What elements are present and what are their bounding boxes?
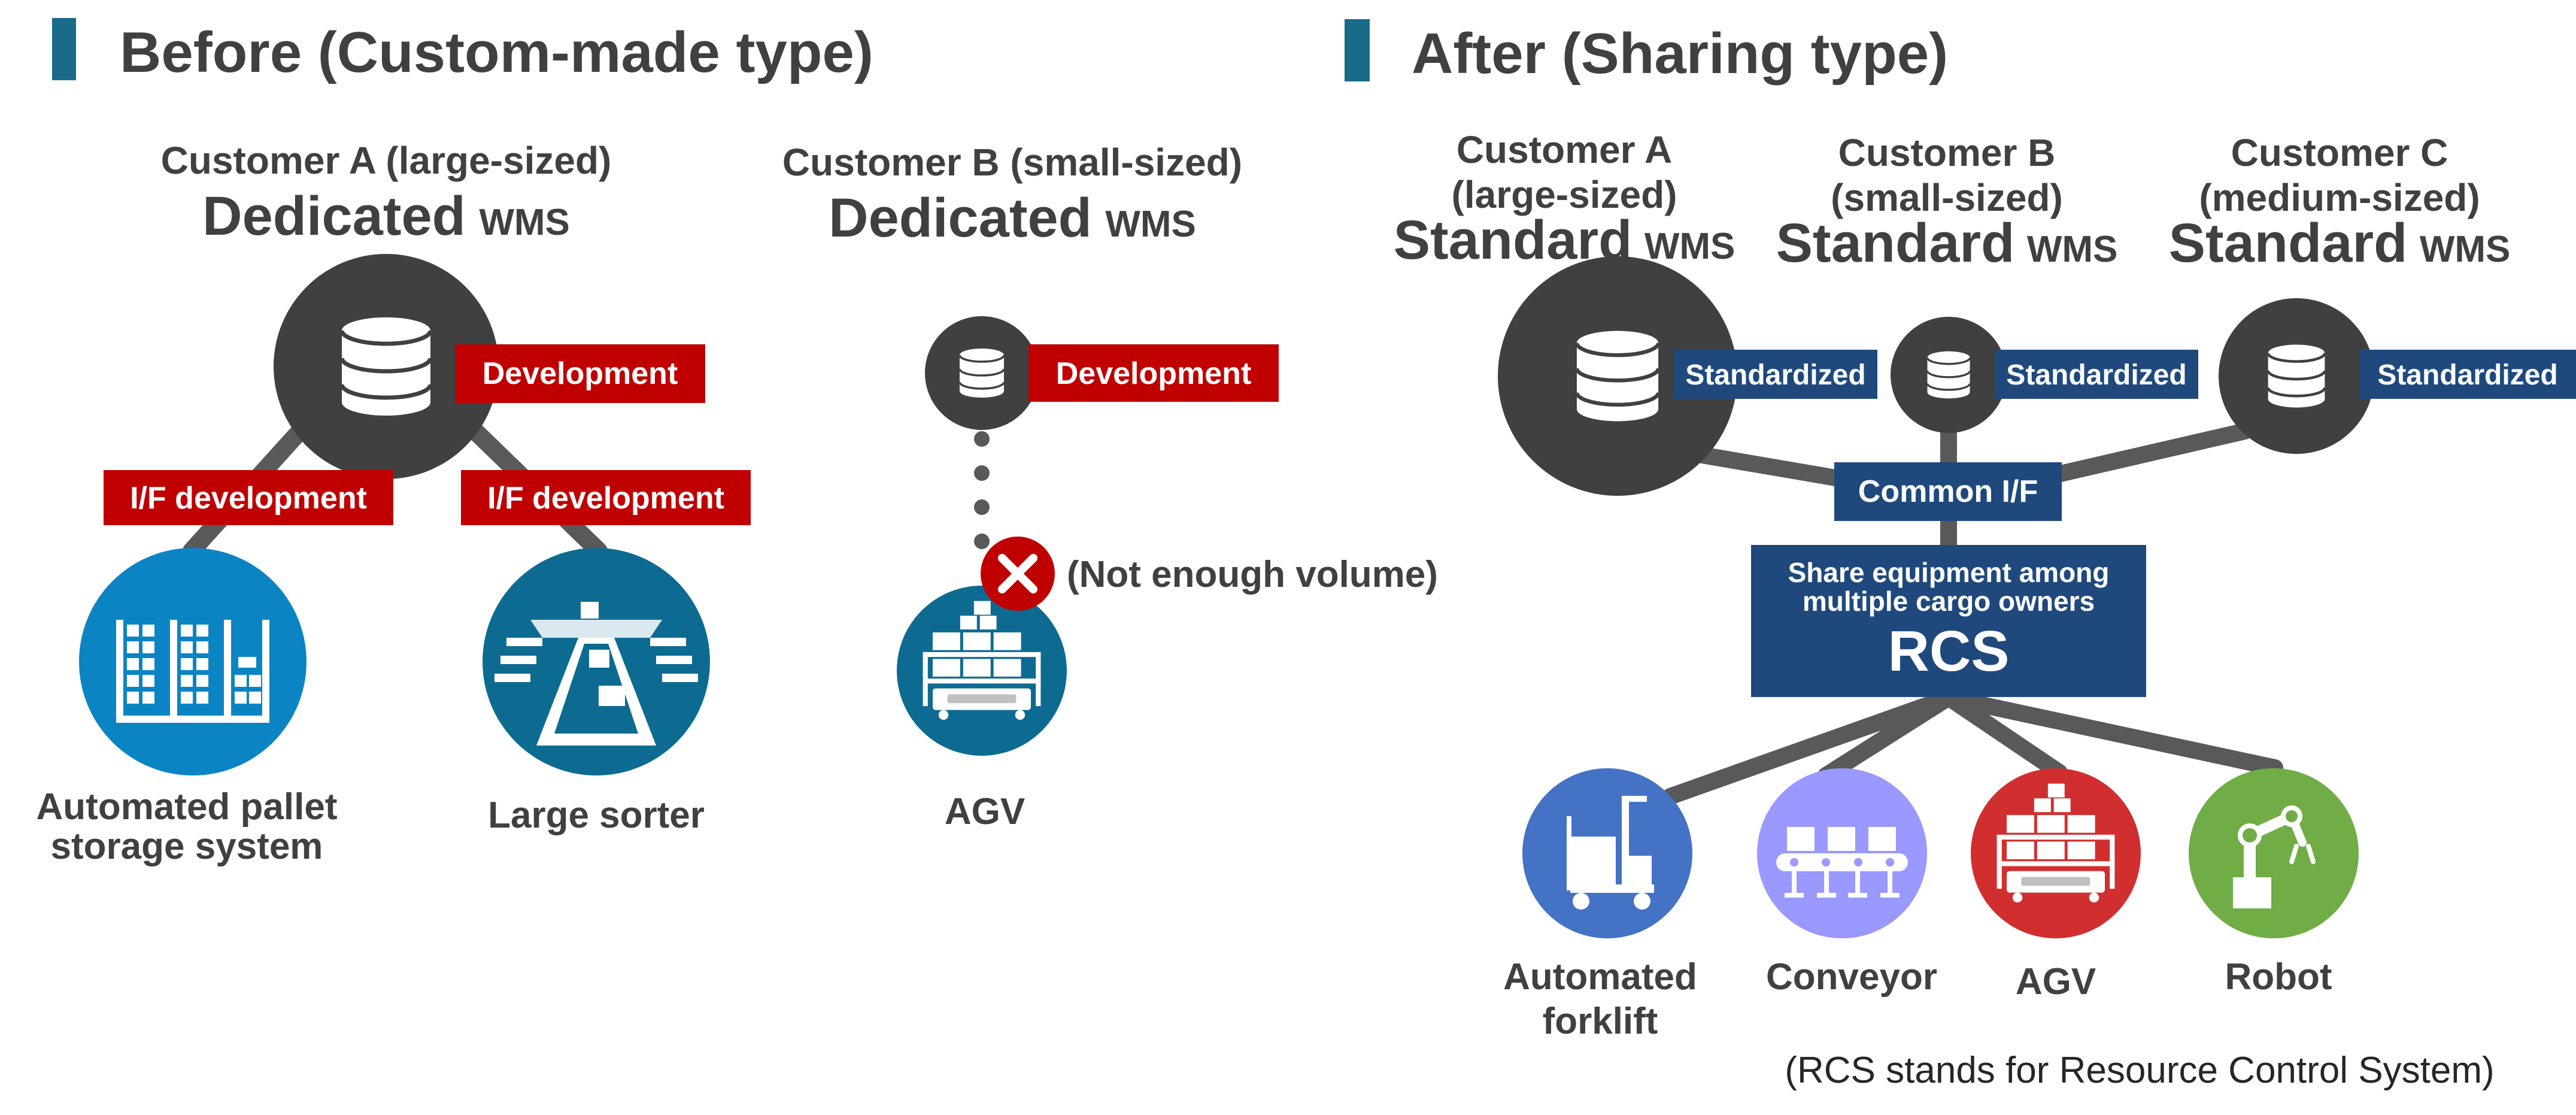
forklift-label: Automated [1503, 956, 1697, 998]
robot-label: Robot [2225, 956, 2332, 998]
before-customer-a-system: Dedicated WMS [202, 186, 570, 247]
after-customer-c-standardized-tag: Standardized [2359, 350, 2576, 399]
sorter-label: Large sorter [488, 795, 705, 836]
pallet-storage-label-line2: storage system [51, 826, 323, 867]
error-badge [981, 537, 1055, 611]
robot-node [2189, 768, 2359, 938]
svg-text:Development: Development [483, 356, 678, 391]
conveyor-icon [1776, 827, 1908, 898]
svg-text:Standardized: Standardized [2006, 359, 2186, 391]
after-customer-a-size: (large-sized) [1452, 173, 1677, 216]
before-agv-node [897, 586, 1067, 756]
after-section: After (Sharing type) Customer A (large-s… [1345, 19, 2576, 1091]
forklift-icon [1567, 796, 1654, 910]
conveyor-node [1757, 768, 1927, 938]
after-customer-b-size: (small-sized) [1831, 176, 2063, 219]
rcs-description-line1: Share equipment among [1788, 557, 2110, 588]
database-icon [1577, 331, 1658, 422]
before-title: Before (Custom-made type) [120, 20, 873, 84]
database-icon [958, 347, 1005, 399]
after-title-bar [1345, 19, 1370, 81]
before-customer-b-db-node [925, 316, 1039, 430]
after-customer-b-db-node [1891, 317, 2007, 433]
before-right-if-development-tag: I/F development [461, 470, 751, 525]
forklift-node [1522, 768, 1692, 938]
after-customer-b-standardized-tag: Standardized [1995, 350, 2198, 399]
rcs-box: Share equipment among multiple cargo own… [1751, 545, 2146, 697]
after-agv-node [1971, 768, 2141, 938]
before-left-if-development-tag: I/F development [104, 470, 393, 525]
robot-arm-icon [2233, 805, 2316, 908]
pallet-storage-node [79, 548, 307, 775]
database-icon [342, 317, 430, 416]
svg-text:Common I/F: Common I/F [1858, 474, 2038, 509]
pallet-storage-icon [116, 620, 269, 723]
svg-text:I/F development: I/F development [130, 481, 367, 516]
after-customer-c-system-suffix: WMS [2420, 229, 2511, 270]
before-customer-b-system: Dedicated WMS [829, 187, 1196, 249]
before-agv-label: AGV [945, 791, 1025, 832]
svg-text:Standardized: Standardized [1685, 359, 1865, 391]
pallet-storage-label: Automated pallet [37, 786, 338, 828]
before-customer-a-db-node [274, 254, 499, 479]
after-agv-label: AGV [2016, 961, 2096, 1002]
before-title-bar [52, 18, 76, 80]
after-customer-c-system: Standard WMS [2169, 213, 2511, 274]
after-customer-b-name: Customer B [1838, 131, 2056, 174]
before-customer-b-system-suffix: WMS [1105, 204, 1196, 245]
after-customer-a-name: Customer A [1457, 128, 1672, 171]
before-customer-a-name: Customer A (large-sized) [161, 139, 612, 182]
svg-text:Standardized: Standardized [2377, 359, 2557, 391]
after-customer-b-system-suffix: WMS [2027, 229, 2118, 270]
after-customer-a-standardized-tag: Standardized [1674, 350, 1877, 399]
forklift-label-line2: forklift [1543, 1001, 1658, 1042]
before-customer-a-system-suffix: WMS [479, 202, 570, 243]
close-icon [998, 554, 1037, 593]
before-customer-a-development-tag: Development [455, 344, 705, 403]
dotted-connector [974, 431, 990, 549]
after-customer-b-system-main: Standard [1776, 213, 2015, 274]
svg-text:Development: Development [1056, 356, 1252, 391]
rcs-description-line2: multiple cargo owners [1803, 586, 2095, 617]
svg-text:I/F development: I/F development [487, 481, 724, 516]
before-customer-b-name: Customer B (small-sized) [782, 141, 1242, 184]
before-customer-b-development-tag: Development [1028, 344, 1279, 402]
after-customer-c-db-node [2219, 298, 2374, 454]
before-customer-a-system-main: Dedicated [202, 186, 466, 247]
database-icon [2268, 345, 2325, 408]
before-section: Before (Custom-made type) Customer A (la… [37, 18, 1438, 867]
conveyor-label: Conveyor [1766, 956, 1937, 998]
rcs-footnote: (RCS stands for Resource Control System) [1785, 1050, 2494, 1091]
not-enough-volume-note: (Not enough volume) [1067, 554, 1438, 595]
after-customer-c-system-main: Standard [2169, 213, 2408, 274]
before-customer-b-system-main: Dedicated [829, 187, 1092, 249]
sorter-node [483, 548, 710, 775]
after-customer-a-system-suffix: WMS [1644, 226, 1735, 267]
after-customer-a-system: Standard WMS [1394, 210, 1735, 271]
common-if-box: Common I/F [1834, 462, 2062, 521]
after-customer-c-name: Customer C [2231, 131, 2448, 174]
after-title: After (Sharing type) [1412, 22, 1948, 86]
after-customer-c-size: (medium-sized) [2199, 176, 2480, 219]
after-customer-a-db-node [1498, 256, 1737, 496]
database-icon [1926, 350, 1971, 400]
sorter-icon [494, 602, 698, 746]
after-customer-b-system: Standard WMS [1776, 213, 2118, 274]
rcs-name: RCS [1888, 619, 2010, 683]
